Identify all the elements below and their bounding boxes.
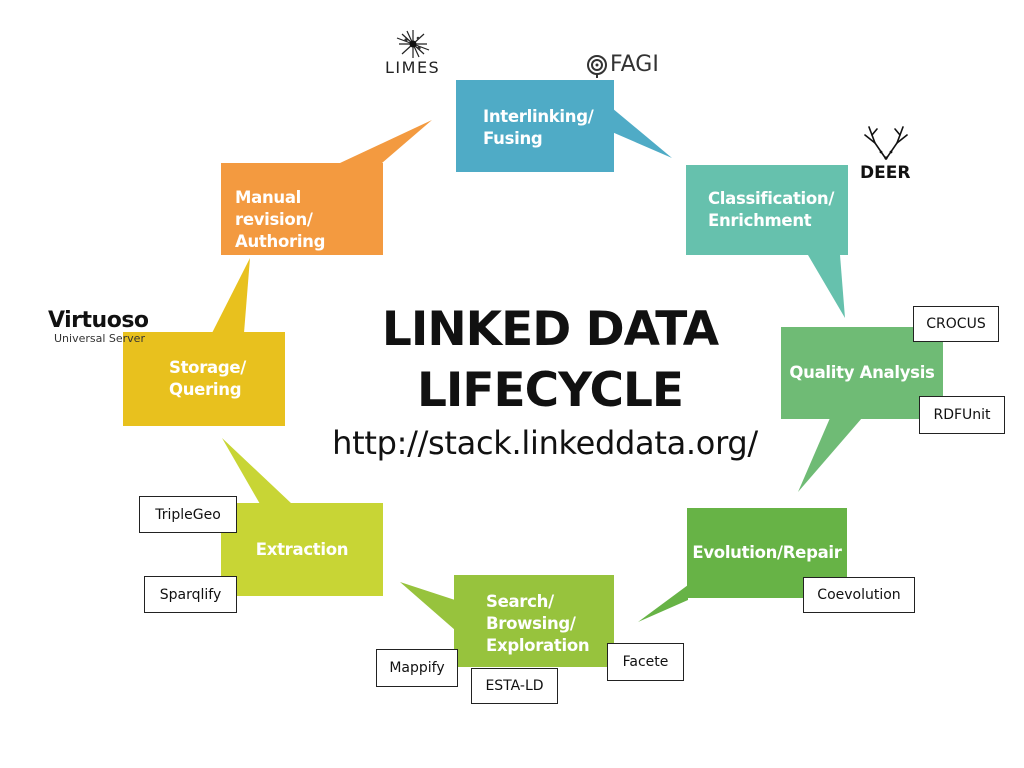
limes-star-icon xyxy=(396,30,430,58)
deer-logo-text: DEER xyxy=(860,163,911,183)
manual-tail xyxy=(340,120,432,163)
tool-crocus: CROCUS xyxy=(913,306,999,342)
interlinking-tail xyxy=(612,108,672,158)
stage-classification-line2: Enrichment xyxy=(708,211,812,230)
stage-classification-line1: Classification/ xyxy=(708,189,835,208)
storage-tail xyxy=(212,258,250,333)
tool-facete: Facete xyxy=(607,643,684,681)
stage-evolution-line1: Evolution/Repair xyxy=(692,543,842,562)
tool-coevolution: Coevolution xyxy=(803,577,915,613)
virtuoso-logo-subtitle: Universal Server xyxy=(54,332,145,345)
tool-sparqlify: Sparqlify xyxy=(144,576,237,613)
stage-classification: Classification/ Enrichment xyxy=(686,165,848,255)
tool-triplegeo: TripleGeo xyxy=(139,496,237,533)
stage-quality: Quality Analysis xyxy=(781,327,943,419)
stage-search-line2: Browsing/ xyxy=(486,614,576,633)
fagi-pin-icon xyxy=(587,55,607,78)
lifecycle-url[interactable]: http://stack.linkeddata.org/ xyxy=(332,424,758,462)
deer-antlers-icon xyxy=(864,126,908,160)
virtuoso-logo-text: Virtuoso xyxy=(48,308,149,333)
fagi-logo-text: FAGI xyxy=(610,52,659,77)
stage-manual: Manual revision/ Authoring xyxy=(221,163,383,255)
page-title: LINKED DATA LIFECYCLE xyxy=(355,302,745,419)
stage-manual-line2: Authoring xyxy=(235,232,326,251)
evolution-tail xyxy=(638,585,688,622)
tool-esta-ld: ESTA-LD xyxy=(471,668,558,704)
tool-mappify: Mappify xyxy=(376,649,458,687)
stage-interlinking: Interlinking/ Fusing xyxy=(456,80,614,172)
stage-search: Search/ Browsing/ Exploration xyxy=(454,575,614,667)
extraction-tail xyxy=(222,438,292,504)
stage-extraction-line1: Extraction xyxy=(255,539,349,559)
stage-storage-line2: Quering xyxy=(169,380,242,399)
stage-quality-line1: Quality Analysis xyxy=(789,363,935,382)
stage-manual-line1: Manual revision/ xyxy=(235,188,313,229)
fagi-logo: FAGI xyxy=(586,52,676,82)
classification-tail xyxy=(808,255,845,318)
limes-logo-text: LIMES xyxy=(385,58,441,77)
title-line1: LINKED DATA xyxy=(381,302,719,357)
stage-storage: Storage/ Quering xyxy=(123,332,285,426)
stage-search-line3: Exploration xyxy=(486,636,590,655)
virtuoso-logo: Virtuoso Universal Server xyxy=(48,308,158,345)
stage-extraction: Extraction xyxy=(221,503,383,596)
stage-search-line1: Search/ xyxy=(486,592,554,611)
stage-interlinking-line1: Interlinking/ xyxy=(483,107,594,126)
limes-logo: LIMES xyxy=(385,28,475,77)
deer-logo: DEER xyxy=(858,125,918,185)
quality-tail xyxy=(798,418,862,492)
title-line2: LIFECYCLE xyxy=(416,363,684,418)
stage-interlinking-line2: Fusing xyxy=(483,129,543,148)
tool-rdfunit: RDFUnit xyxy=(919,396,1005,434)
search-tail xyxy=(400,582,455,630)
stage-storage-line1: Storage/ xyxy=(169,358,247,377)
